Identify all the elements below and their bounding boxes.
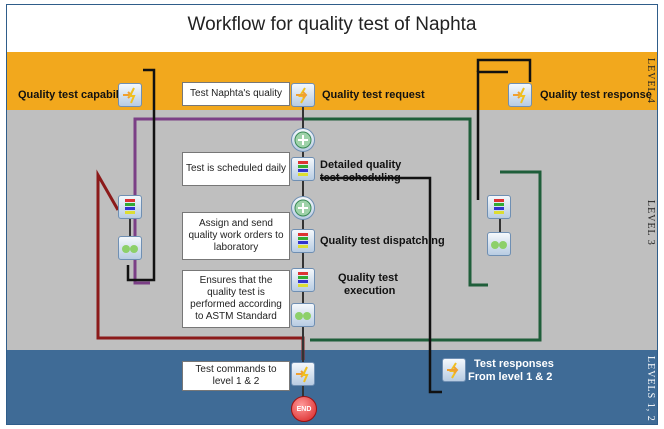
responses-label-line2: From level 1 & 2 (468, 371, 553, 383)
start-plus-icon[interactable] (291, 128, 315, 152)
level-1-2-label: LEVELS 1, 2 (645, 356, 656, 422)
ensures-astm-note: Ensures that the quality test is perform… (182, 270, 290, 328)
responses-label-line1: Test responses (474, 358, 554, 370)
assign-send-note: Assign and send quality work orders to l… (182, 212, 290, 260)
green-flow-line-lower (310, 170, 542, 342)
scheduling-label-line2: test scheduling (320, 172, 401, 184)
responses-flow-line (320, 176, 442, 394)
end-icon[interactable]: END (291, 396, 317, 422)
scheduled-daily-note: Test is scheduled daily (182, 152, 290, 186)
diagram-title: Workflow for quality test of Naphta (187, 14, 477, 35)
left-stack-icon[interactable] (118, 195, 142, 219)
response-label: Quality test response (540, 89, 652, 101)
level-3-band (7, 110, 657, 350)
capability-transaction-icon[interactable] (118, 83, 142, 107)
test-commands-note: Test commands to level 1 & 2 (182, 361, 290, 391)
naphta-quality-note: Test Naphta's quality (182, 82, 290, 106)
scheduling-label-line1: Detailed quality (320, 159, 402, 171)
level-3-label: LEVEL 3 (645, 200, 656, 246)
execution-label-line1: Quality test (338, 272, 398, 284)
capability-flow-line (126, 68, 156, 282)
level-4-label: LEVEL 4 (645, 58, 656, 104)
dispatching-label: Quality test dispatching (320, 235, 445, 247)
left-pair-icon[interactable] (118, 236, 142, 260)
responses-transaction-icon[interactable] (442, 358, 466, 382)
dispatching-stack-icon[interactable] (291, 229, 315, 253)
execution-stack-icon[interactable] (291, 268, 315, 292)
command-transaction-icon[interactable] (291, 362, 315, 386)
plus-icon[interactable] (291, 196, 315, 220)
request-transaction-icon[interactable] (291, 83, 315, 107)
execution-label-line2: execution (344, 285, 396, 297)
right-pair-icon[interactable] (487, 232, 511, 256)
level-4-band (7, 52, 657, 110)
execution-pair-icon[interactable] (291, 303, 315, 327)
capability-label: Quality test capability (18, 89, 132, 101)
response-flow-line (476, 70, 508, 200)
green-flow-line-upper (303, 117, 488, 287)
scheduling-stack-icon[interactable] (291, 157, 315, 181)
response-transaction-icon[interactable] (508, 83, 532, 107)
request-label: Quality test request (322, 89, 425, 101)
level-1-2-band (7, 350, 657, 424)
right-stack-icon[interactable] (487, 195, 511, 219)
response-loop-line (476, 58, 532, 82)
